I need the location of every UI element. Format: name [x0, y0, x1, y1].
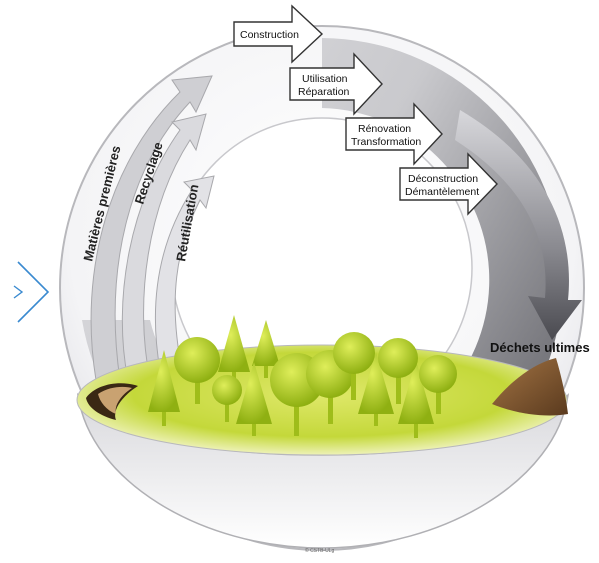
- conifer-tree: [148, 350, 180, 426]
- reuse-loop: [154, 175, 215, 371]
- final-waste-arrow: [455, 110, 582, 340]
- step-utilisation-line1: Utilisation: [302, 73, 348, 85]
- step-construction-label: Construction: [240, 29, 299, 41]
- carousel-prev-chevron[interactable]: [13, 261, 50, 323]
- step-deconstruction: Déconstruction Démantèlement: [399, 152, 498, 216]
- step-renovation-line2: Transformation: [351, 136, 421, 148]
- conifer-tree: [218, 315, 250, 386]
- step-deconstruction-line2: Démantèlement: [405, 186, 479, 198]
- image-credit: © CSTB-ULg: [305, 547, 334, 554]
- round-tree: [378, 338, 418, 404]
- step-construction: Construction: [233, 4, 324, 64]
- final-waste-label: Déchets ultimes: [490, 340, 590, 355]
- waste-pile: [492, 358, 568, 416]
- conifer-tree: [398, 360, 434, 438]
- round-tree: [419, 355, 457, 414]
- round-tree: [212, 375, 242, 422]
- step-utilisation: Utilisation Réparation: [289, 52, 383, 116]
- raw-materials-loop: [90, 75, 213, 381]
- conifer-tree: [236, 362, 272, 436]
- step-deconstruction-line1: Déconstruction: [408, 173, 478, 185]
- round-tree: [174, 337, 220, 404]
- recycling-loop: [121, 113, 207, 381]
- step-renovation: Rénovation Transformation: [345, 102, 443, 166]
- conifer-tree: [252, 320, 280, 378]
- forest: [148, 315, 457, 438]
- step-utilisation-line2: Réparation: [298, 86, 350, 98]
- step-renovation-line1: Rénovation: [358, 123, 411, 135]
- round-tree: [333, 332, 375, 400]
- conifer-tree: [358, 352, 394, 426]
